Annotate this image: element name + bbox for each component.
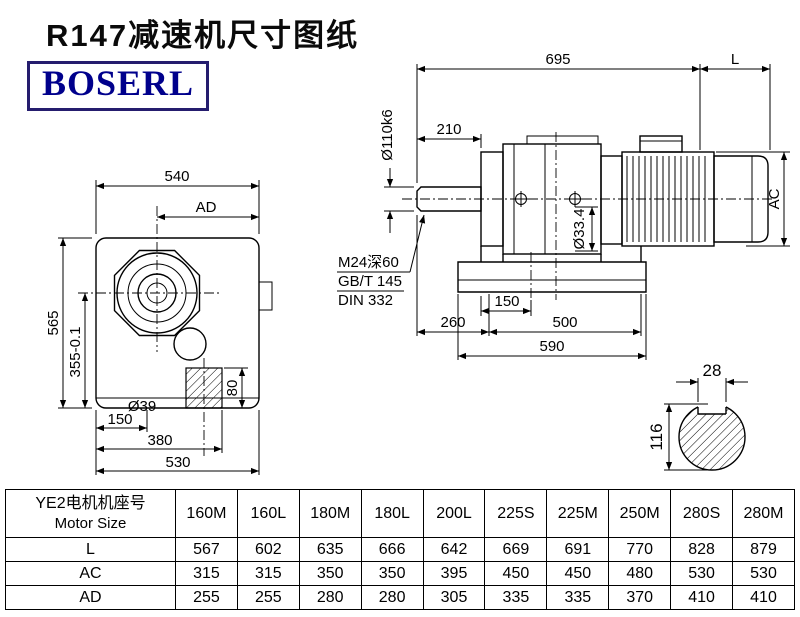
cell: 828 <box>670 537 734 562</box>
side-tab <box>258 281 273 311</box>
terminal-box <box>639 135 683 153</box>
motor-cooling-fins <box>626 156 706 242</box>
dim-540: 540 <box>164 168 189 185</box>
cell: 350 <box>360 561 424 586</box>
cell: 450 <box>546 561 610 586</box>
cell: 335 <box>546 585 610 610</box>
dim-80: 80 <box>224 380 241 397</box>
cell: 602 <box>236 537 300 562</box>
dim-116: 116 <box>647 423 666 450</box>
cell: 335 <box>484 585 548 610</box>
dim-210: 210 <box>436 121 461 138</box>
cell: 567 <box>175 537 238 562</box>
dim-530: 530 <box>165 454 190 471</box>
cell: 305 <box>422 585 486 610</box>
side-view: 695 L 210 Ø110k6 M24深60 GB/T 145 DIN 332 <box>337 51 790 360</box>
boserl-logo-text: BOSERL <box>42 63 195 103</box>
cell: 255 <box>175 585 238 610</box>
dim-dia39: Ø39 <box>128 398 156 415</box>
dim-ac: AC <box>766 188 783 209</box>
cell: 530 <box>670 561 734 586</box>
page-title: R147减速机尺寸图纸 <box>46 18 360 53</box>
table-header-motor-size: YE2电机机座号 Motor Size <box>5 489 176 538</box>
row-label: AD <box>5 585 176 610</box>
cell: 666 <box>360 537 424 562</box>
col-header: 280M <box>732 489 795 538</box>
col-header: 225M <box>546 489 610 538</box>
motor-size-label-en: Motor Size <box>54 514 127 532</box>
motor-size-label-cn: YE2电机机座号 <box>35 495 146 513</box>
table-row-L: L 567 602 635 666 642 669 691 770 828 87… <box>5 537 795 562</box>
cell: 635 <box>298 537 362 562</box>
note-din332: DIN 332 <box>338 292 393 309</box>
col-header: 225S <box>484 489 548 538</box>
cell: 410 <box>670 585 734 610</box>
dim-380: 380 <box>147 432 172 449</box>
table-row-AC: AC 315 315 350 350 395 450 450 480 530 5… <box>5 561 795 586</box>
dim-28: 28 <box>703 361 722 380</box>
cell: 879 <box>732 537 795 562</box>
note-m24: M24深60 <box>338 254 399 271</box>
secondary-bore-circle <box>173 327 207 361</box>
technical-drawing: 540 AD 565 355-0.1 150 Ø39 380 <box>45 51 790 475</box>
col-header: 250M <box>608 489 672 538</box>
cell: 315 <box>175 561 238 586</box>
cell: 770 <box>608 537 672 562</box>
table-header-row: YE2电机机座号 Motor Size 160M 160L 180M 180L … <box>5 489 795 538</box>
row-label: L <box>5 537 176 562</box>
cell: 370 <box>608 585 672 610</box>
tapped-hole-note: M24深60 GB/T 145 DIN 332 <box>337 214 426 309</box>
dim-695: 695 <box>545 51 570 68</box>
cell: 350 <box>298 561 362 586</box>
dim-260: 260 <box>440 314 465 331</box>
col-header: 200L <box>422 489 486 538</box>
gearbox-front-housing <box>95 237 260 409</box>
note-gbt145: GB/T 145 <box>338 273 402 290</box>
front-view: 540 AD 565 355-0.1 150 Ø39 380 <box>45 168 273 475</box>
col-header: 180L <box>360 489 424 538</box>
cell: 395 <box>422 561 486 586</box>
housing-top-step <box>526 135 599 145</box>
dim-ad: AD <box>196 199 217 216</box>
dim-dia110k6: Ø110k6 <box>379 109 396 160</box>
table-row-AD: AD 255 255 280 280 305 335 335 370 410 4… <box>5 585 795 610</box>
mounting-base <box>457 261 647 293</box>
dim-500: 500 <box>552 314 577 331</box>
motor-adapter <box>600 155 623 245</box>
dim-150-side: 150 <box>494 293 519 310</box>
row-label: AC <box>5 561 176 586</box>
cell: 280 <box>298 585 362 610</box>
dim-355: 355-0.1 <box>67 327 84 378</box>
cell: 315 <box>236 561 300 586</box>
motor-size-table: YE2电机机座号 Motor Size 160M 160L 180M 180L … <box>5 489 795 610</box>
datum-target-mark <box>567 191 583 207</box>
cell: 255 <box>236 585 300 610</box>
dim-590: 590 <box>539 338 564 355</box>
col-header: 180M <box>298 489 362 538</box>
dim-150-front: 150 <box>107 411 132 428</box>
cell: 691 <box>546 537 610 562</box>
col-header: 160M <box>175 489 238 538</box>
dim-565: 565 <box>45 310 62 335</box>
dim-33-4: Ø33.4 <box>571 209 588 250</box>
boserl-logo: BOSERL <box>27 61 210 111</box>
fan-cover <box>713 155 769 243</box>
cell: 450 <box>484 561 548 586</box>
shaft-section-view: 28 116 <box>647 361 748 471</box>
col-header: 280S <box>670 489 734 538</box>
bearing-boss-octagon <box>113 249 201 337</box>
cell: 669 <box>484 537 548 562</box>
cell: 642 <box>422 537 486 562</box>
cell: 530 <box>732 561 795 586</box>
datum-target-mark <box>513 191 529 207</box>
cell: 480 <box>608 561 672 586</box>
cell: 280 <box>360 585 424 610</box>
col-header: 160L <box>236 489 300 538</box>
dim-L: L <box>731 51 739 68</box>
cell: 410 <box>732 585 795 610</box>
